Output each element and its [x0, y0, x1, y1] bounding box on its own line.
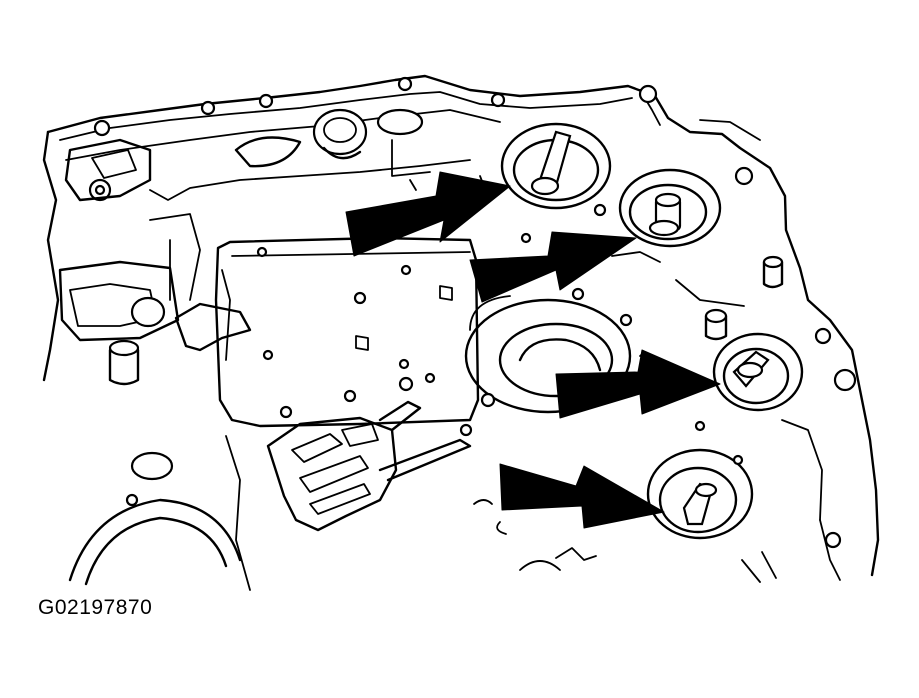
- callout-arrow-2: [469, 231, 637, 303]
- bolt-bosses: [88, 76, 857, 549]
- callout-arrows: [345, 171, 721, 529]
- figure-id-label: G02197870: [38, 596, 153, 619]
- callout-arrow-1: [345, 171, 511, 257]
- center-recess: [464, 295, 632, 414]
- callout-arrow-3: [555, 349, 721, 419]
- bracket: [266, 400, 472, 532]
- lower-features: [68, 435, 841, 591]
- valve-plate: [214, 236, 480, 437]
- callout-arrow-4: [499, 463, 665, 529]
- accumulator-bore-1: [500, 122, 612, 210]
- accumulator-bore-2: [618, 168, 722, 248]
- accumulator-bore-4: [646, 448, 754, 540]
- left-case-features: [58, 138, 252, 386]
- case-outline: [42, 74, 880, 577]
- accumulator-bore-3: [712, 332, 804, 412]
